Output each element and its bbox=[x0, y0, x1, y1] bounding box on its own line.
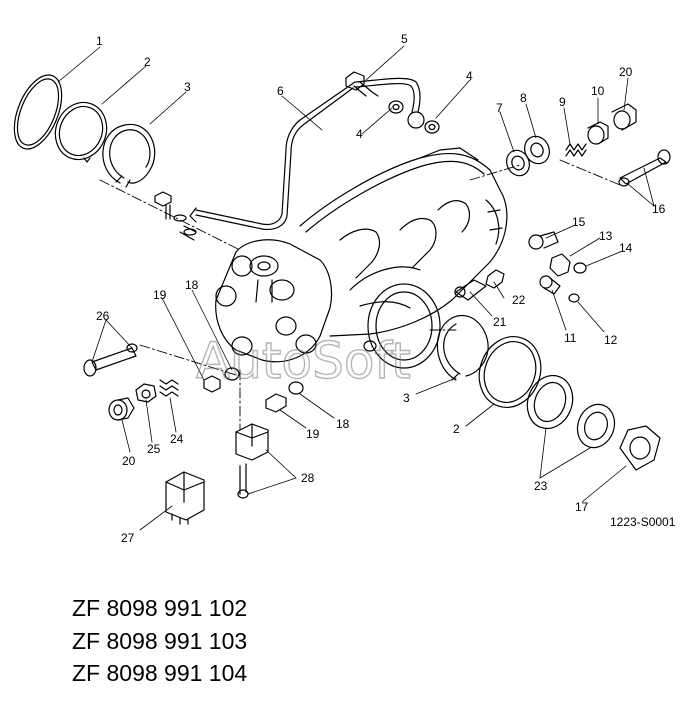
ring-part-1 bbox=[13, 74, 63, 150]
seal-ring-part-23 bbox=[526, 374, 574, 430]
callout-label: 28 bbox=[301, 471, 315, 485]
centre-lines bbox=[99, 159, 621, 431]
callout-label: 2 bbox=[144, 55, 151, 69]
spring-part-9 bbox=[565, 143, 587, 157]
callout-label: 14 bbox=[619, 241, 633, 255]
part-number: ZF 8098 991 103 bbox=[72, 627, 248, 654]
callout-label: 23 bbox=[534, 479, 548, 493]
callout-label: 21 bbox=[493, 315, 507, 329]
screw-part-22 bbox=[485, 269, 505, 289]
callout-label: 13 bbox=[599, 229, 613, 243]
fitting-part-13 bbox=[549, 253, 571, 277]
callout-label: 11 bbox=[564, 331, 577, 345]
circlip-part-3 bbox=[102, 123, 156, 188]
callout-label: 17 bbox=[575, 500, 589, 514]
fitting-part-15 bbox=[528, 231, 559, 250]
part-number: ZF 8098 991 102 bbox=[72, 595, 248, 621]
watermark-text: AutoSoft bbox=[196, 332, 411, 390]
drawing-code: 1223-S0001 bbox=[610, 515, 676, 529]
callout-label: 18 bbox=[336, 417, 350, 431]
plug-part-20-top bbox=[611, 103, 637, 131]
callout-label: 7 bbox=[496, 101, 503, 115]
gearbox-housing bbox=[299, 147, 508, 337]
circlip-part-3-right bbox=[436, 315, 489, 381]
pin-part-16 bbox=[618, 149, 671, 187]
pump-body bbox=[215, 239, 333, 363]
callout-label: 6 bbox=[277, 84, 284, 98]
washer-part-18-left bbox=[224, 367, 240, 381]
plunger-part-10 bbox=[587, 121, 609, 145]
callout-label: 1 bbox=[96, 34, 103, 48]
solenoid-part-28 bbox=[235, 423, 269, 499]
callout-label: 16 bbox=[652, 202, 666, 216]
callout-label: 4 bbox=[466, 69, 473, 83]
relay-part-27 bbox=[165, 471, 205, 525]
callout-label: 15 bbox=[572, 215, 586, 229]
callout-label: 26 bbox=[96, 309, 110, 323]
small-fittings bbox=[154, 191, 197, 241]
plug-part-19-right bbox=[265, 393, 287, 413]
washer-part-12 bbox=[568, 293, 580, 303]
nut-part-25 bbox=[135, 383, 157, 403]
callout-label: 5 bbox=[401, 32, 408, 46]
washer-part-18-right bbox=[288, 381, 304, 395]
callout-label: 2 bbox=[453, 422, 460, 436]
callout-label: 20 bbox=[619, 65, 633, 79]
callout-label: 8 bbox=[520, 91, 527, 105]
hex-nut-part-17 bbox=[619, 425, 661, 471]
exploded-parts-diagram: AutoSoft 1 2 3 4 4 5 6 7 8 9 10 20 15 13… bbox=[13, 32, 676, 545]
callout-label: 19 bbox=[306, 427, 320, 441]
callout-labels: 1 2 3 4 4 5 6 7 8 9 10 20 15 13 14 16 22… bbox=[96, 32, 666, 545]
part-number-list: ZF 8098 991 102 ZF 8098 991 103 ZF 8098 … bbox=[72, 592, 247, 690]
callout-label: 19 bbox=[153, 288, 167, 302]
callout-label: 3 bbox=[403, 391, 410, 405]
washer-part-14 bbox=[573, 262, 587, 274]
callout-label: 10 bbox=[591, 84, 605, 98]
washer-part-4-left bbox=[388, 100, 404, 114]
part-number: ZF 8098 991 104 bbox=[72, 660, 248, 686]
disc-part-8 bbox=[524, 135, 550, 165]
callout-label: 27 bbox=[121, 531, 135, 545]
sensor-part-21 bbox=[454, 279, 487, 301]
spring-part-24 bbox=[159, 379, 179, 397]
leader-lines bbox=[57, 45, 655, 531]
banjo-bolt-part-5 bbox=[345, 71, 379, 97]
seal-part-7 bbox=[506, 149, 530, 177]
ring-part-2 bbox=[54, 101, 108, 163]
callout-label: 4 bbox=[356, 127, 363, 141]
callout-label: 12 bbox=[604, 333, 618, 347]
callout-label: 9 bbox=[559, 95, 566, 109]
pipe-part-6 bbox=[189, 77, 425, 231]
pin-part-26 bbox=[83, 343, 138, 377]
screw-part-11 bbox=[539, 275, 561, 295]
callout-label: 22 bbox=[512, 293, 526, 307]
washer-part-4-right bbox=[424, 120, 440, 134]
plug-part-20-left bbox=[108, 397, 135, 421]
callout-label: 20 bbox=[122, 454, 136, 468]
ring-part-2-right bbox=[478, 336, 542, 408]
plug-part-19-left bbox=[203, 375, 221, 393]
center-cover bbox=[363, 283, 441, 369]
callout-label: 25 bbox=[147, 442, 161, 456]
bearing-ring-part-23 bbox=[576, 403, 616, 449]
parts-drawing bbox=[13, 45, 671, 531]
callout-label: 3 bbox=[184, 80, 191, 94]
callout-label: 18 bbox=[185, 278, 199, 292]
callout-label: 24 bbox=[170, 432, 184, 446]
